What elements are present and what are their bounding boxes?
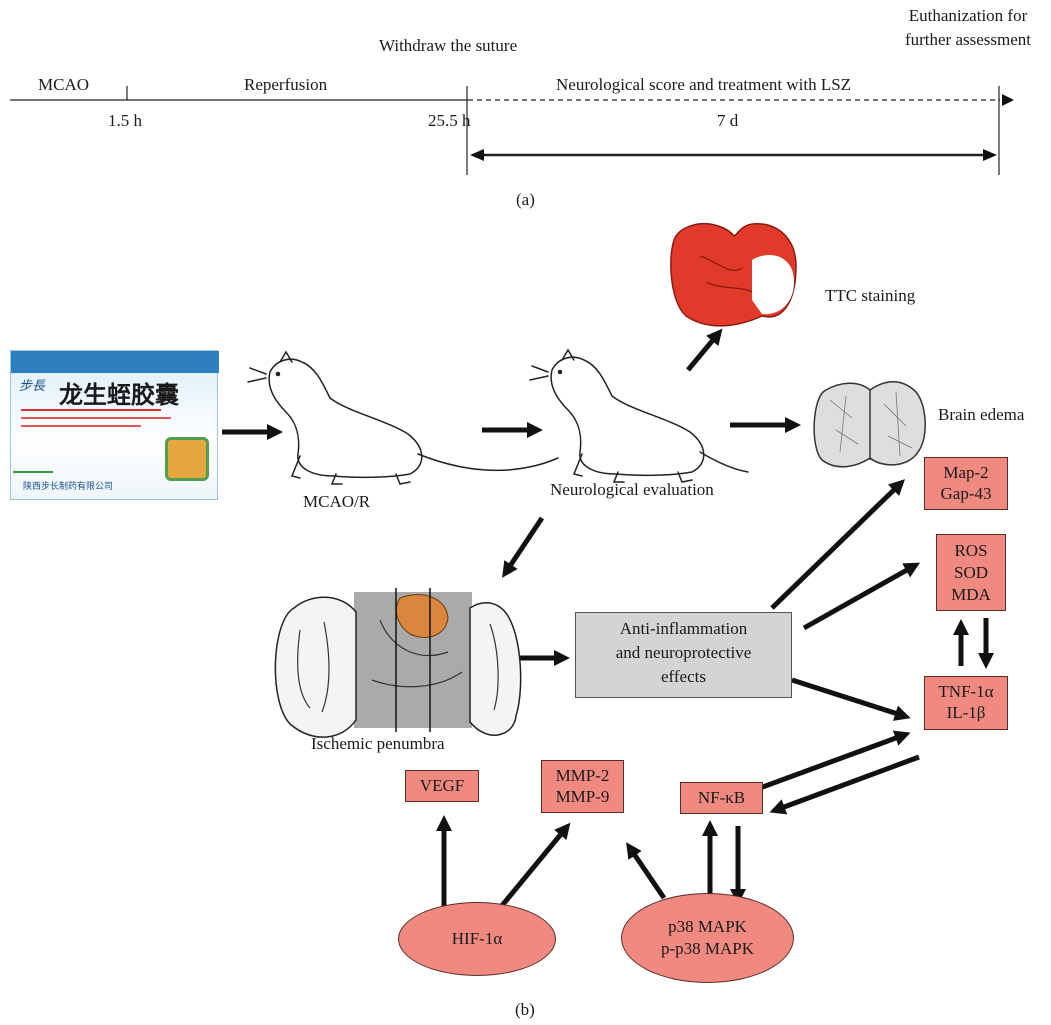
- brain-edema-image: [813, 381, 926, 468]
- ellipse-pp38-text: p-p38 MAPK: [660, 939, 755, 958]
- marker-vegf-text: VEGF: [419, 776, 465, 795]
- anti-line-1: Anti-inflammation: [619, 619, 748, 638]
- ellipse-hif1a: HIF-1α: [398, 902, 556, 976]
- ellipse-hif1a-text: HIF-1α: [451, 929, 503, 948]
- arrow-nfkb-to-tnf: [759, 730, 911, 791]
- marker-map2-gap43: Map-2 Gap-43: [924, 457, 1008, 510]
- label-ttc-staining: TTC staining: [825, 286, 916, 305]
- marker-map2: Map-2: [943, 463, 989, 482]
- anti-inflammation-box: Anti-inflammation and neuroprotective ef…: [575, 612, 792, 698]
- rat-mcao-r-image: [247, 350, 559, 485]
- label-ischemic-penumbra: Ischemic penumbra: [311, 734, 445, 753]
- marker-mda: MDA: [951, 585, 991, 604]
- panel-a-label: (a): [516, 190, 535, 209]
- timeline-duration-label: 7 d: [717, 111, 739, 130]
- anti-line-2: and neuroprotective: [615, 643, 752, 662]
- marker-tnf: TNF-1α: [938, 682, 994, 701]
- arrow-to-map2: [770, 479, 906, 610]
- timeline-event-euthanize-2: further assessment: [904, 30, 1032, 49]
- timeline-arrowhead: [1002, 94, 1014, 106]
- rat-neurological-eval-image: [529, 348, 749, 483]
- timeline-tick-label-1: 1.5 h: [108, 111, 142, 130]
- marker-tnf-il1: TNF-1α IL-1β: [924, 676, 1008, 730]
- marker-il1: IL-1β: [946, 703, 986, 722]
- marker-ros-sod-mda: ROS SOD MDA: [936, 534, 1006, 611]
- timeline-phase-reperfusion: Reperfusion: [244, 75, 328, 94]
- marker-mmp: MMP-2 MMP-9: [541, 760, 624, 813]
- timeline-phase-mcao: MCAO: [38, 75, 90, 94]
- arrow-p38-to-mmp: [626, 842, 667, 900]
- marker-ros: ROS: [954, 541, 988, 560]
- marker-mmp2: MMP-2: [555, 766, 610, 785]
- ellipse-p38-text: p38 MAPK: [668, 917, 747, 936]
- anti-line-3: effects: [661, 667, 706, 686]
- capsule-name: 龙生蛭胶囊: [59, 381, 179, 409]
- longshengzhi-capsule-box-image: 步長 龙生蛭胶囊 陕西步长制药有限公司: [10, 350, 219, 500]
- capsule-company: 陕西步长制药有限公司: [23, 482, 114, 492]
- timeline-phase-treatment: Neurological score and treatment with LS…: [556, 75, 852, 94]
- arrow-to-penumbra: [502, 516, 545, 578]
- arrow-hif-to-mmp: [498, 822, 571, 910]
- timeline-event-withdraw: Withdraw the suture: [379, 36, 518, 55]
- capsule-brand: 步長: [19, 379, 46, 394]
- timeline-tick-label-2: 25.5 h: [428, 111, 471, 130]
- arrow-to-ttc: [686, 328, 723, 372]
- marker-nfkb: NF-κB: [680, 782, 763, 814]
- marker-sod: SOD: [953, 563, 988, 582]
- marker-mmp9: MMP-9: [555, 787, 610, 806]
- timeline: [10, 86, 1014, 175]
- ttc-brain-slice-image: [670, 222, 797, 327]
- label-neurological-evaluation: Neurological evaluation: [550, 480, 714, 499]
- arrow-tnf-to-nfkb: [769, 754, 920, 815]
- ischemic-penumbra-image: [274, 588, 522, 738]
- label-mcao-r: MCAO/R: [303, 492, 371, 511]
- timeline-event-euthanize-1: Euthanization for: [908, 6, 1028, 25]
- marker-nfkb-text: NF-κB: [697, 788, 746, 807]
- marker-vegf: VEGF: [405, 770, 479, 802]
- marker-gap43: Gap-43: [940, 484, 992, 503]
- label-brain-edema: Brain edema: [938, 405, 1025, 424]
- arrow-to-tnf: [791, 677, 911, 721]
- flow-arrows: [222, 328, 994, 910]
- arrow-to-ros: [802, 562, 921, 631]
- ellipse-p38-mapk: p38 MAPK p-p38 MAPK: [621, 893, 794, 983]
- panel-b-label: (b): [515, 1000, 535, 1019]
